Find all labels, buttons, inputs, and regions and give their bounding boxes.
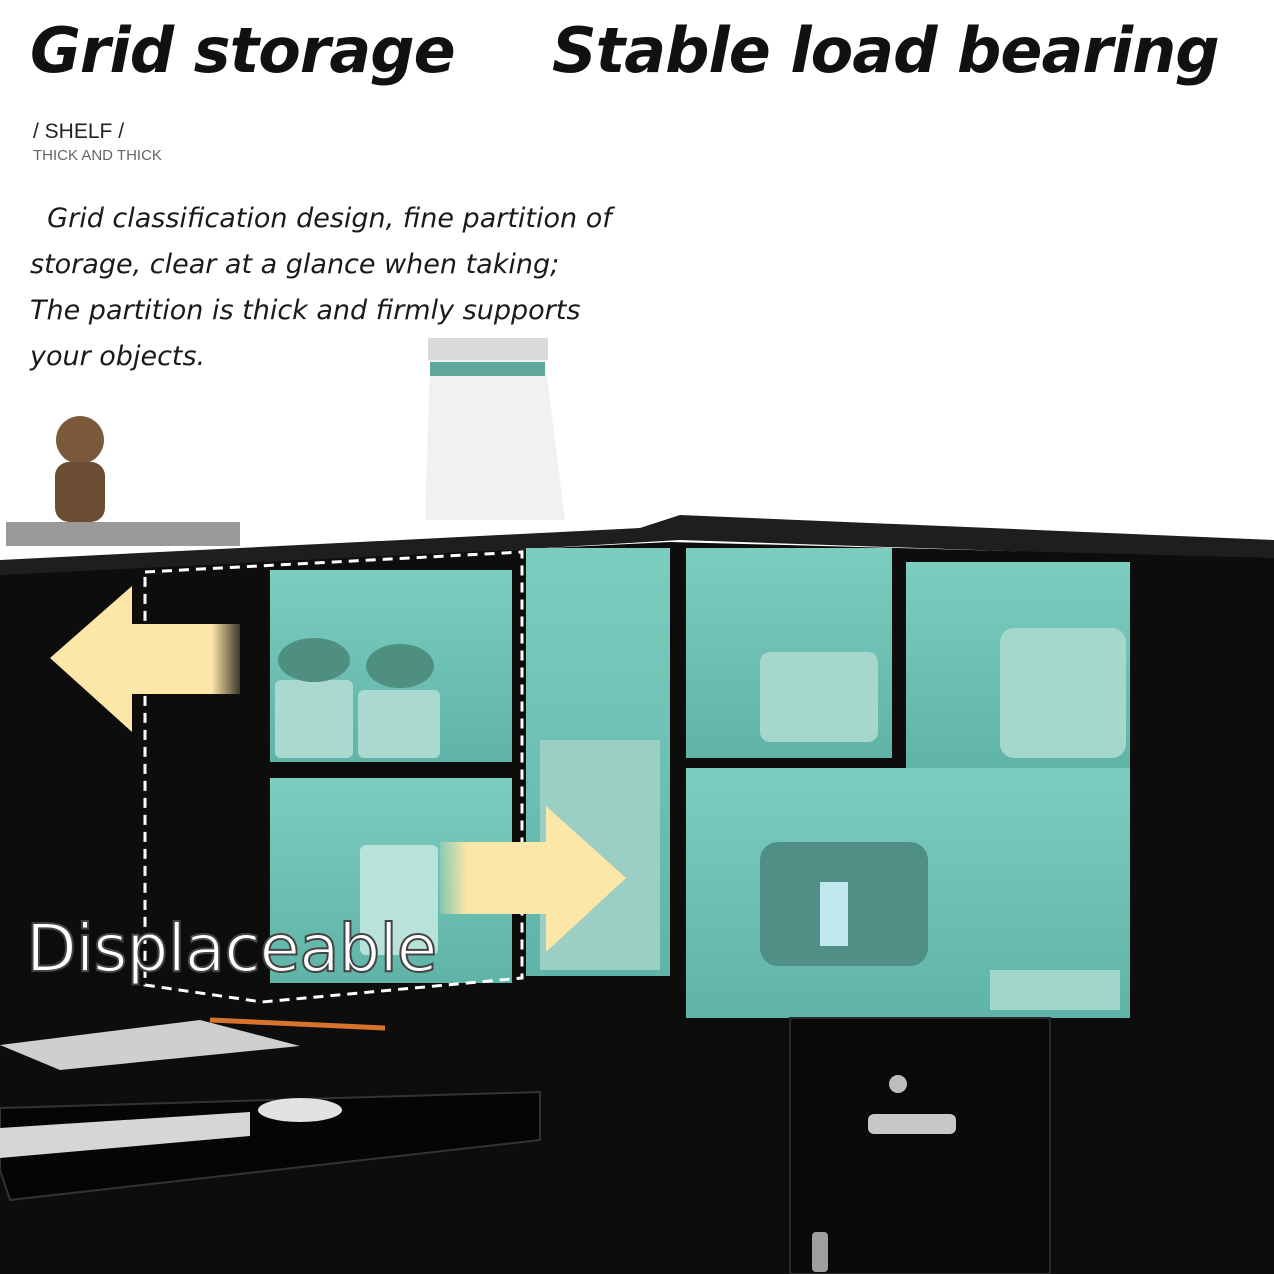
description-paragraph: Grid classification design, fine partiti…: [30, 196, 612, 380]
description-line-1: Grid classification design, fine partiti…: [30, 203, 612, 234]
arrow-right-icon: [440, 806, 626, 952]
shelf-label: / SHELF /: [33, 120, 125, 143]
displaceable-caption: Displaceable: [25, 909, 438, 988]
description-line-4: your objects.: [30, 341, 206, 372]
description-line-3: The partition is thick and firmly suppor…: [30, 295, 581, 326]
description-line-2: storage, clear at a glance when taking;: [30, 249, 560, 280]
arrow-left-icon: [50, 586, 240, 732]
headline-stable-load-bearing: Stable load bearing: [552, 14, 1220, 87]
shelf-sublabel: THICK AND THICK: [33, 147, 162, 164]
headline-grid-storage: Grid storage: [30, 14, 456, 87]
